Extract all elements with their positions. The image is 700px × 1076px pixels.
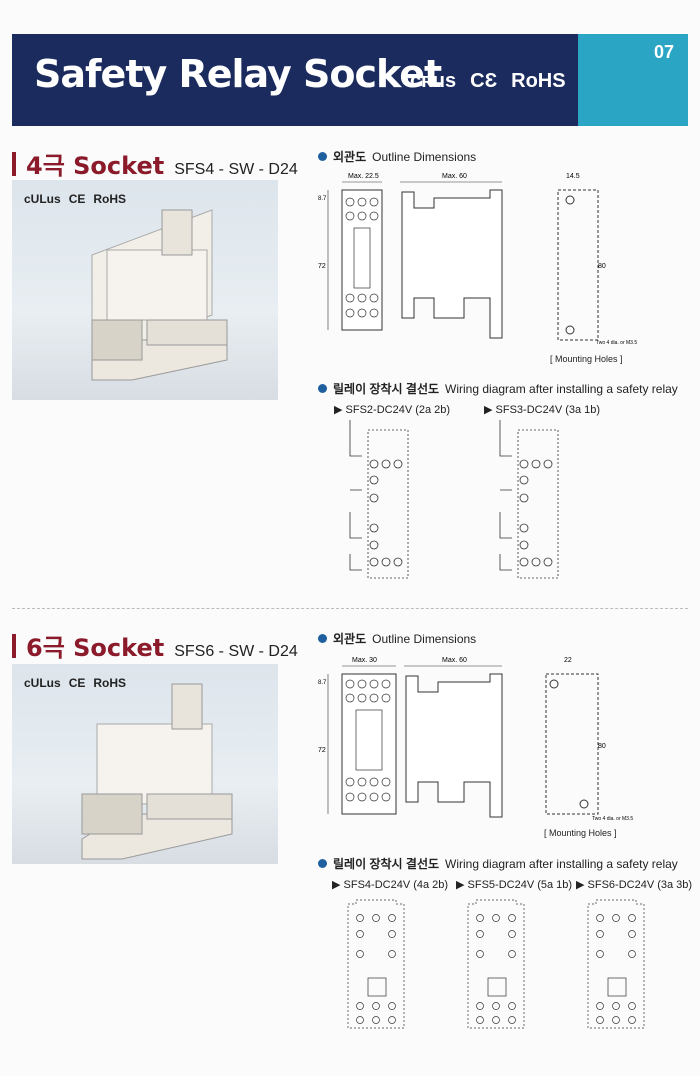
mounting-holes-caption: [ Mounting Holes ]	[550, 354, 623, 364]
wiring-heading-ko: 릴레이 장착시 결선도	[333, 382, 440, 396]
page-header: Safety Relay Socket cʀus CƐ RoHS	[12, 34, 688, 126]
product-photo-4pole: cULus CE RoHS	[12, 180, 278, 400]
rohs-cert-label: RoHS	[93, 192, 127, 206]
wiring-diagram-sfs5	[467, 899, 525, 1029]
variant-text: SFS5-DC24V (5a 1b)	[467, 879, 573, 891]
variant-label: ▶ SFS3-DC24V (3a 1b)	[484, 404, 601, 416]
ce-cert-label: CE	[68, 192, 86, 206]
mount-note: Two 4 dia. or M3.5	[592, 816, 633, 822]
bullet-icon	[318, 634, 327, 643]
dim-top: 8.7	[318, 680, 327, 686]
wiring-heading-4pole: 릴레이 장착시 결선도 Wiring diagram after install…	[318, 380, 678, 397]
bullet-icon	[318, 152, 327, 161]
wiring-diagrams-4pole	[349, 420, 559, 579]
section-marker	[12, 633, 16, 658]
wiring-diagram-sfs4	[347, 899, 405, 1029]
dim-top: 8.7	[318, 196, 327, 202]
dim-height: 72	[318, 747, 326, 754]
mount-note: Two 4 dia. or M3.5	[596, 340, 637, 346]
bullet-icon	[318, 859, 327, 868]
dim-front-width: Max. 30	[352, 657, 377, 664]
section-4pole-heading: 4극 Socket SFS4 - SW - D24	[12, 146, 298, 181]
page-title: Safety Relay Socket	[34, 52, 442, 96]
ul-cert-label: cULus	[24, 676, 61, 690]
outline-heading-en: Outline Dimensions	[372, 631, 477, 646]
section-model: SFS4 - SW - D24	[174, 161, 298, 178]
section-marker	[12, 151, 16, 176]
wiring-heading-ko: 릴레이 장착시 결선도	[333, 857, 440, 871]
variant-label: ▶ SFS4-DC24V (4a 2b)	[332, 879, 449, 891]
rohs-certification-icon: RoHS	[511, 70, 566, 92]
wiring-heading-en: Wiring diagram after installing a safety…	[445, 381, 678, 396]
outline-heading-en: Outline Dimensions	[372, 149, 477, 164]
section-model: SFS6 - SW - D24	[174, 643, 298, 660]
variant-label: ▶ SFS6-DC24V (3a 3b)	[576, 879, 693, 891]
dim-front-width: Max. 22.5	[348, 173, 379, 180]
section-6pole-heading: 6극 Socket SFS6 - SW - D24	[12, 628, 298, 663]
ul-certification-icon: cʀus	[410, 70, 457, 92]
wiring-diagrams-6pole	[347, 899, 645, 1029]
page-tab: 07	[578, 34, 688, 126]
variant-label: ▶ SFS5-DC24V (5a 1b)	[456, 879, 573, 891]
outline-drawing-6pole: Max. 30 8.7 72 Max. 60 22 80 Two 4 dia. …	[318, 657, 633, 822]
dim-mount-width: 22	[564, 657, 572, 664]
photo-certifications: cULus CE RoHS	[24, 676, 126, 690]
ul-cert-label: cULus	[24, 192, 61, 206]
variant-text: SFS3-DC24V (3a 1b)	[495, 404, 601, 416]
ce-cert-label: CE	[68, 676, 86, 690]
outline-heading-ko: 외관도	[333, 150, 367, 164]
wiring-diagram-sfs6	[587, 899, 645, 1029]
photo-certifications: cULus CE RoHS	[24, 192, 126, 206]
dim-mount-height: 80	[598, 743, 606, 750]
variant-text: SFS4-DC24V (4a 2b)	[343, 879, 449, 891]
dim-mount-height: 80	[598, 263, 606, 270]
outline-heading-6pole: 외관도 Outline Dimensions	[318, 630, 476, 647]
dim-height: 72	[318, 263, 326, 270]
dim-mount-width: 14.5	[566, 173, 580, 180]
section-title: 4극 Socket	[26, 152, 165, 180]
product-photo-6pole: cULus CE RoHS	[12, 664, 278, 864]
socket-6pole-illustration	[81, 683, 233, 860]
dim-side-width: Max. 60	[442, 657, 467, 664]
socket-4pole-illustration	[91, 209, 228, 381]
mounting-holes-caption: [ Mounting Holes ]	[544, 828, 617, 838]
rohs-cert-label: RoHS	[93, 676, 127, 690]
wiring-heading-en: Wiring diagram after installing a safety…	[445, 856, 678, 871]
variant-text: SFS2-DC24V (2a 2b)	[345, 404, 451, 416]
variant-text: SFS6-DC24V (3a 3b)	[587, 879, 693, 891]
section-title: 6극 Socket	[26, 634, 165, 662]
variant-label: ▶ SFS2-DC24V (2a 2b)	[334, 404, 451, 416]
wiring-diagram-sfs2	[349, 420, 409, 579]
bullet-icon	[318, 384, 327, 393]
outline-heading-4pole: 외관도 Outline Dimensions	[318, 148, 476, 165]
ce-certification-icon: CƐ	[470, 70, 498, 92]
header-certifications: cʀus CƐ RoHS	[410, 70, 566, 93]
outline-drawing-4pole: Max. 22.5 8.7 72 Max. 60 14.5 80 Two 4 d…	[318, 173, 637, 346]
outline-heading-ko: 외관도	[333, 632, 367, 646]
wiring-heading-6pole: 릴레이 장착시 결선도 Wiring diagram after install…	[318, 855, 678, 872]
page-number: 07	[653, 42, 674, 62]
dim-side-width: Max. 60	[442, 173, 467, 180]
wiring-diagram-sfs3	[499, 420, 559, 579]
section-divider	[12, 608, 688, 609]
